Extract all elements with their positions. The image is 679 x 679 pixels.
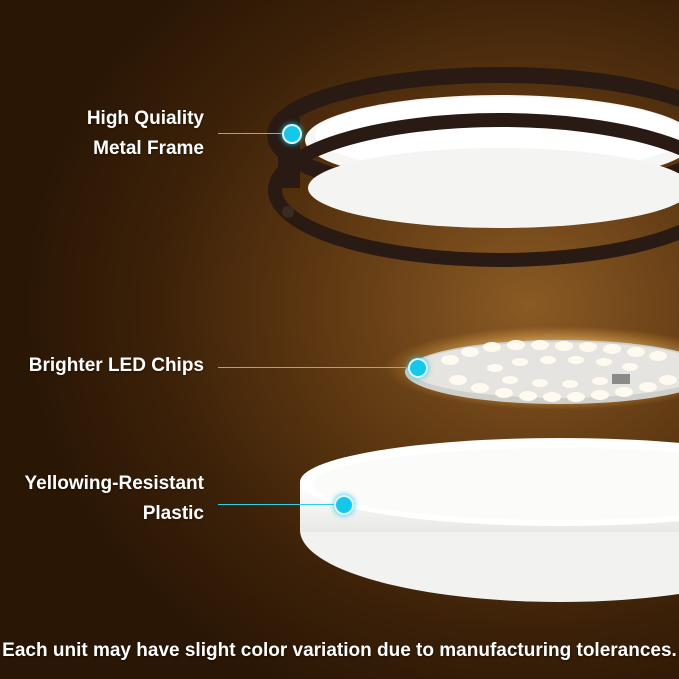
callout-led-chips-label: Brighter LED Chips (10, 351, 204, 381)
led-chips-marker-icon (408, 358, 428, 378)
metal-frame-marker-icon (282, 124, 302, 144)
metal-frame-ring (267, 67, 679, 267)
diffuser-cover (300, 438, 679, 602)
callout-led-chips-line (218, 367, 410, 368)
led-chips-board (385, 326, 679, 410)
callout-plastic-line1: Yellowing-Resistant (24, 473, 204, 494)
callout-metal-frame-line1: High Quiality (86, 108, 204, 129)
callout-metal-frame-line2: Metal Frame (93, 138, 204, 159)
callout-plastic-line (218, 504, 336, 505)
callout-led-chips-line1: Brighter LED Chips (28, 355, 204, 376)
callout-metal-frame-label: High Quiality Metal Frame (40, 104, 204, 164)
callout-plastic-label: Yellowing-Resistant Plastic (6, 469, 204, 529)
plastic-marker-icon (334, 495, 354, 515)
callout-plastic-line2: Plastic (142, 503, 204, 524)
callout-metal-frame-line (218, 133, 284, 134)
disclaimer-footer: Each unit may have slight color variatio… (2, 640, 677, 661)
